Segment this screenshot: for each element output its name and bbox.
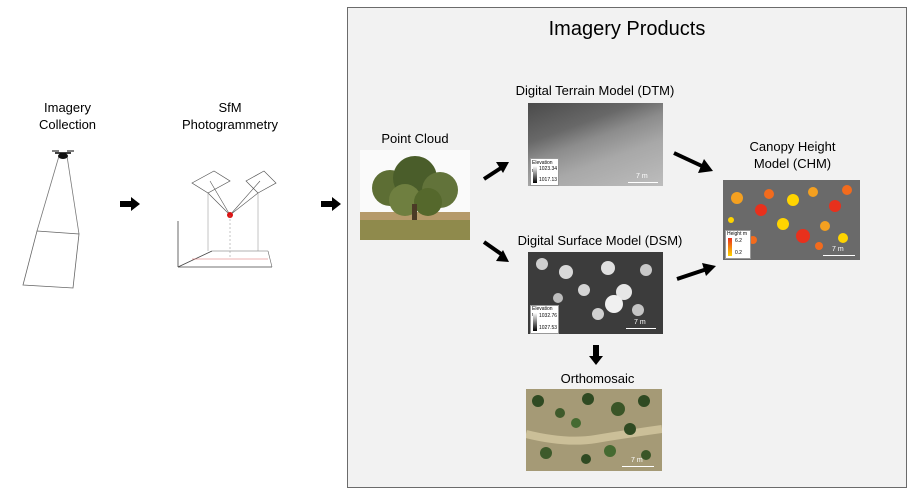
dsm-scale-bar: 7 m bbox=[626, 319, 656, 329]
chm-scale-bar: 7 m bbox=[823, 246, 855, 256]
point-cloud-image bbox=[360, 150, 470, 240]
point-cloud-label: Point Cloud bbox=[381, 131, 449, 146]
chm-color-ramp bbox=[728, 238, 732, 256]
dsm-map: Elevation m 1032.76 1027.53 7 m bbox=[528, 252, 663, 334]
arrow-down-icon bbox=[589, 345, 603, 365]
dsm-label: Digital Surface Model (DSM) bbox=[517, 233, 683, 248]
orthomosaic-map: 7 m bbox=[526, 389, 662, 471]
dtm-legend: Elevation m 1023.34 1017.13 bbox=[530, 158, 559, 186]
arrow-right-icon bbox=[321, 197, 341, 211]
arrow-up-right-icon bbox=[482, 162, 509, 181]
sfm-label: SfM Photogrammetry bbox=[181, 100, 279, 132]
sfm-diagram bbox=[177, 170, 277, 268]
drone-capture-icon bbox=[22, 150, 80, 289]
arrow-up-right-icon bbox=[676, 263, 716, 281]
chm-legend: Height m 6.2 0.2 bbox=[725, 230, 751, 259]
dtm-label: Digital Terrain Model (DTM) bbox=[515, 83, 675, 98]
orthomosaic-label: Orthomosaic bbox=[560, 371, 635, 386]
ortho-scale-bar: 7 m bbox=[622, 457, 654, 467]
dtm-scale-bar: 7 m bbox=[628, 173, 658, 183]
dsm-legend: Elevation m 1032.76 1027.53 bbox=[530, 305, 559, 334]
panel-title: Imagery Products bbox=[548, 18, 706, 40]
dtm-map: Elevation m 1023.34 1017.13 7 m bbox=[528, 103, 663, 186]
collection-label: Imagery Collection bbox=[38, 100, 97, 132]
chm-map: Height m 6.2 0.2 7 m bbox=[723, 180, 860, 260]
arrow-down-right-icon bbox=[673, 151, 713, 173]
chm-label: Canopy Height Model (CHM) bbox=[749, 139, 836, 171]
dtm-color-ramp bbox=[533, 166, 537, 183]
arrow-down-right-icon bbox=[482, 240, 509, 262]
dsm-color-ramp bbox=[533, 313, 537, 331]
arrow-right-icon bbox=[120, 197, 140, 211]
